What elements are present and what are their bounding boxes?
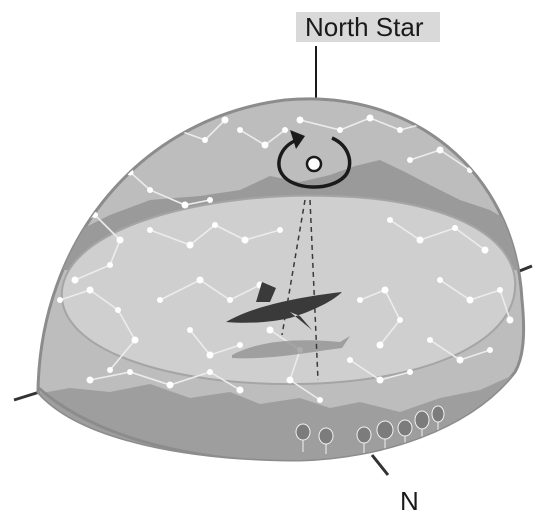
horizon-plane [60,194,517,386]
rotation-arrow-head-icon [290,130,305,149]
axis-stub-north [370,454,390,476]
bird-icon [226,282,342,330]
north-star-label-box [296,12,440,42]
star-dots [57,114,514,403]
rotation-arrow-icon [277,136,352,189]
tree-icon [295,405,445,454]
bird-shadow [232,336,350,359]
north-direction-label: N [400,486,419,516]
north-star-label: North Star [305,12,424,42]
north-star-guide-lines [281,199,319,381]
north-star-dot-icon [305,155,323,173]
